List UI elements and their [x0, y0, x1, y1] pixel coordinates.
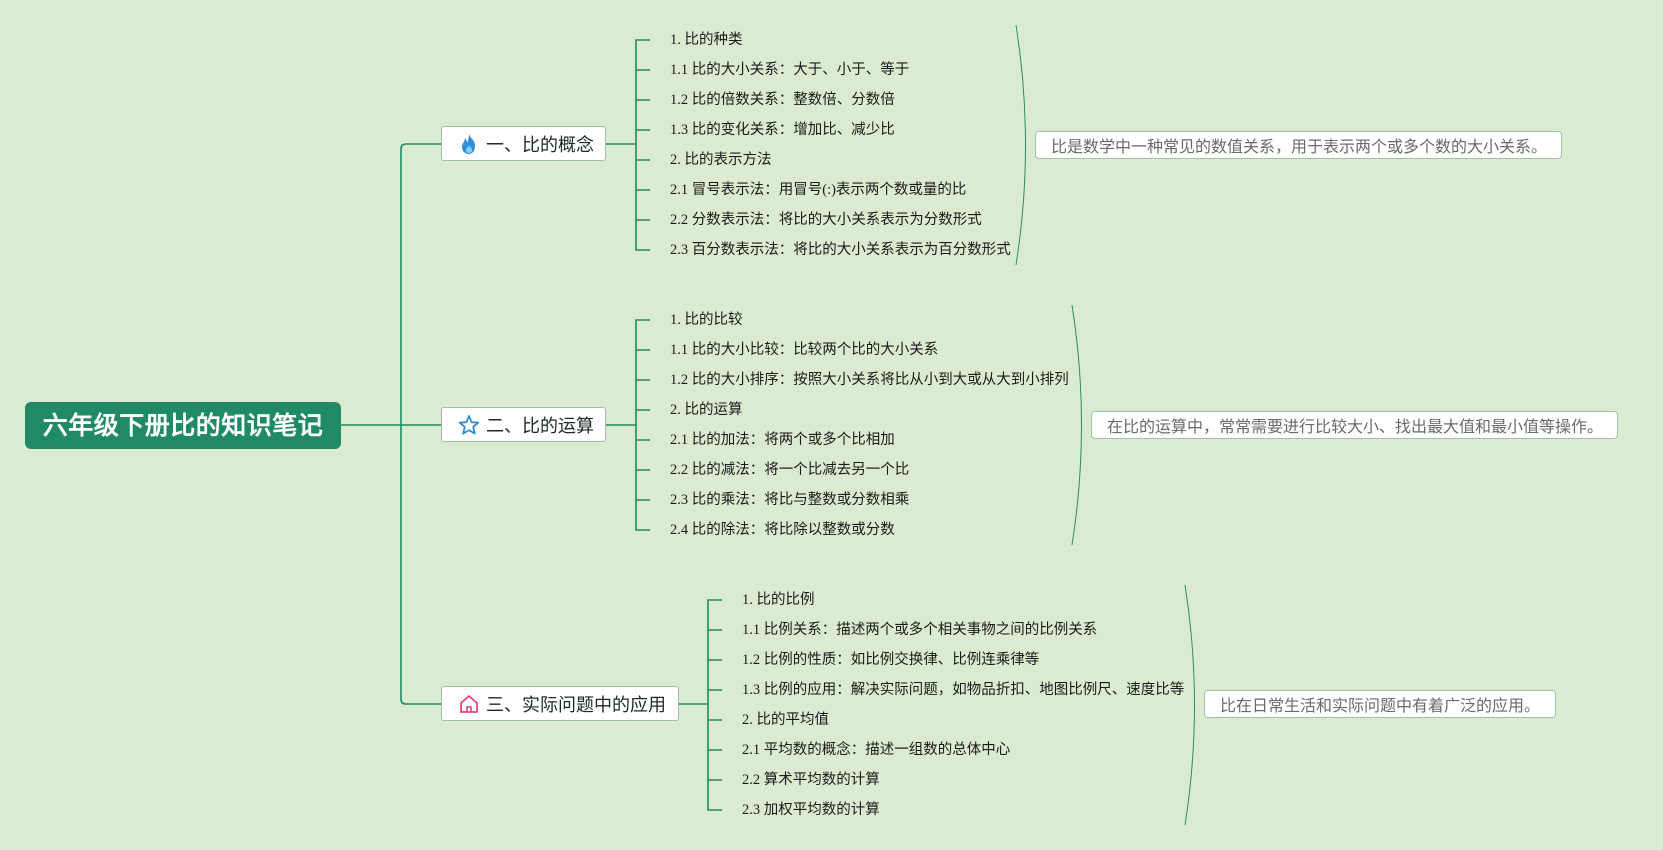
- star-icon: [458, 414, 480, 436]
- leaf-item[interactable]: 2.3 百分数表示法：将比的大小关系表示为百分数形式: [670, 242, 1011, 258]
- leaf-item[interactable]: 2.3 加权平均数的计算: [742, 802, 880, 818]
- branch-label: 一、比的概念: [486, 134, 594, 156]
- leaf-item[interactable]: 1.1 比的大小关系：大于、小于、等于: [670, 62, 910, 78]
- leaf-item[interactable]: 2.4 比的除法：将比除以整数或分数: [670, 522, 895, 538]
- leaf-item[interactable]: 1. 比的比较: [670, 312, 743, 328]
- leaf-item[interactable]: 1.3 比的变化关系：增加比、减少比: [670, 122, 895, 138]
- branch-node-concept[interactable]: 一、比的概念: [441, 126, 606, 161]
- leaf-item[interactable]: 2. 比的平均值: [742, 712, 829, 728]
- home-icon: [458, 693, 480, 715]
- leaf-item[interactable]: 2.1 平均数的概念：描述一组数的总体中心: [742, 742, 1011, 758]
- leaf-item[interactable]: 1.1 比的大小比较：比较两个比的大小关系: [670, 342, 939, 358]
- branch-3-bracket: [707, 599, 722, 811]
- leaf-item[interactable]: 2.3 比的乘法：将比与整数或分数相乘: [670, 492, 910, 508]
- summary-box-operations[interactable]: 在比的运算中，常常需要进行比较大小、找出最大值和最小值等操作。: [1091, 411, 1618, 439]
- summary-box-applications[interactable]: 比在日常生活和实际问题中有着广泛的应用。: [1204, 690, 1556, 718]
- summary-brace-2: [1071, 304, 1082, 546]
- flame-icon: [458, 133, 480, 155]
- branch-node-applications[interactable]: 三、实际问题中的应用: [441, 686, 679, 721]
- leaf-item[interactable]: 1. 比的比例: [742, 592, 815, 608]
- branch-1-bracket: [635, 39, 650, 251]
- leaf-item[interactable]: 2.2 分数表示法：将比的大小关系表示为分数形式: [670, 212, 982, 228]
- leaf-item[interactable]: 2.2 比的减法：将一个比减去另一个比: [670, 462, 910, 478]
- summary-brace-3: [1184, 584, 1195, 826]
- trunk-connector: [400, 143, 441, 705]
- leaf-item[interactable]: 2. 比的表示方法: [670, 152, 772, 168]
- branch-2-bracket: [635, 319, 650, 531]
- root-node[interactable]: 六年级下册比的知识笔记: [25, 402, 341, 449]
- leaf-item[interactable]: 2.1 比的加法：将两个或多个比相加: [670, 432, 895, 448]
- leaf-item[interactable]: 1.2 比的倍数关系：整数倍、分数倍: [670, 92, 895, 108]
- leaf-item[interactable]: 2.2 算术平均数的计算: [742, 772, 880, 788]
- leaf-item[interactable]: 1.2 比例的性质：如比例交换律、比例连乘律等: [742, 652, 1040, 668]
- leaf-item[interactable]: 1. 比的种类: [670, 32, 743, 48]
- branch-label: 三、实际问题中的应用: [486, 694, 666, 716]
- leaf-item[interactable]: 1.2 比的大小排序：按照大小关系将比从小到大或从大到小排列: [670, 372, 1069, 388]
- summary-brace-1: [1015, 24, 1026, 266]
- leaf-item[interactable]: 2. 比的运算: [670, 402, 743, 418]
- leaf-item[interactable]: 1.3 比例的应用：解决实际问题，如物品折扣、地图比例尺、速度比等: [742, 682, 1185, 698]
- branch-node-operations[interactable]: 二、比的运算: [441, 407, 606, 442]
- summary-box-concept[interactable]: 比是数学中一种常见的数值关系，用于表示两个或多个数的大小关系。: [1035, 131, 1562, 159]
- branch-label: 二、比的运算: [486, 415, 594, 437]
- leaf-item[interactable]: 2.1 冒号表示法：用冒号(:)表示两个数或量的比: [670, 182, 967, 198]
- leaf-item[interactable]: 1.1 比例关系：描述两个或多个相关事物之间的比例关系: [742, 622, 1098, 638]
